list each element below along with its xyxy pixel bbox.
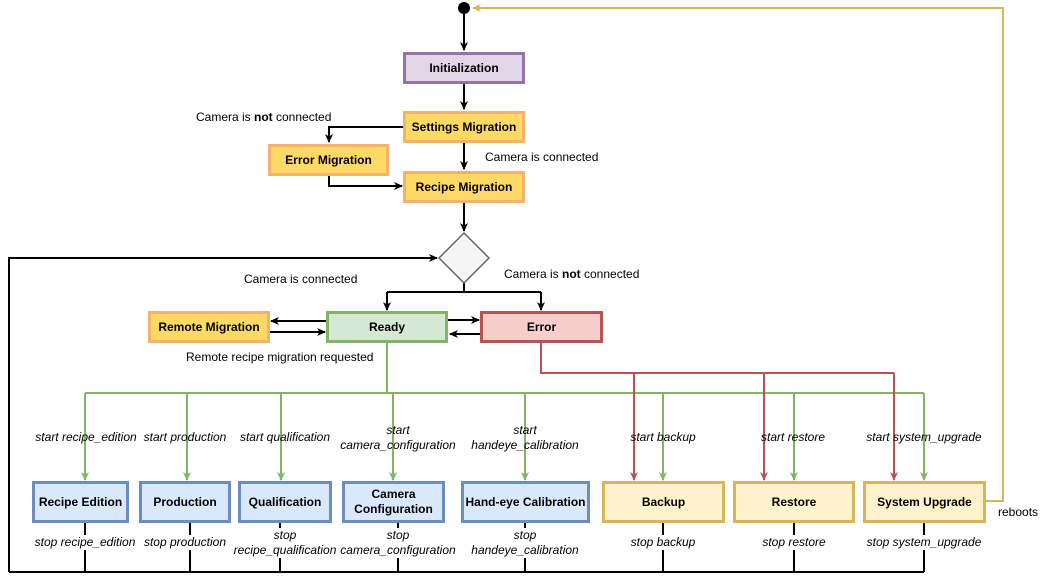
- edge-settings-to-error-migration: [325, 126, 404, 143]
- label-stop-recipe-qualification: stop recipe_qualification: [233, 528, 337, 558]
- label-start-system-upgrade: start system_upgrade: [866, 430, 982, 444]
- label-remote-recipe-migration: Remote recipe migration requested: [186, 350, 374, 364]
- edge-system-upgrade-reboots: [472, 4, 1004, 502]
- label-stop-system-upgrade: stop system_upgrade: [866, 535, 982, 550]
- state-recipe-migration[interactable]: Recipe Migration: [403, 171, 525, 203]
- state-handeye-calibration[interactable]: Hand-eye Calibration: [461, 481, 590, 523]
- state-error[interactable]: Error: [480, 311, 603, 343]
- edge-error-distribution-bus: [540, 342, 894, 374]
- decision-diamond: [437, 231, 491, 285]
- state-ready[interactable]: Ready: [326, 311, 448, 343]
- label-reboots: reboots: [998, 505, 1039, 519]
- label-start-handeye-calibration: start handeye_calibration: [471, 423, 579, 452]
- label-stop-camera-configuration: stop camera_configuration: [340, 528, 456, 558]
- label-start-qualification: start qualification: [239, 430, 331, 444]
- label-text-pre: Camera is: [504, 267, 563, 281]
- label-camera-not-connected-2: Camera is not connected: [504, 267, 639, 282]
- label-text-post: connected: [272, 110, 332, 124]
- label-stop-production: stop production: [143, 535, 227, 550]
- state-camera-configuration[interactable]: Camera Configuration: [342, 481, 445, 523]
- label-stop-handeye-calibration: stop handeye_calibration: [471, 528, 579, 558]
- label-start-production: start production: [143, 430, 227, 444]
- state-error-migration[interactable]: Error Migration: [268, 144, 389, 176]
- label-camera-not-connected-1: Camera is not connected: [196, 110, 331, 125]
- state-initialization[interactable]: Initialization: [403, 52, 525, 84]
- label-text-bold: not: [254, 110, 273, 124]
- edge-stop-return-bus: [8, 258, 925, 573]
- label-text-post: connected: [580, 267, 640, 281]
- state-production[interactable]: Production: [139, 481, 231, 523]
- initial-state-dot: [458, 2, 470, 14]
- label-start-camera-configuration: start camera_configuration: [340, 423, 456, 452]
- label-stop-recipe-edition: stop recipe_edition: [34, 535, 136, 550]
- label-stop-restore: stop restore: [762, 535, 826, 550]
- state-qualification[interactable]: Qualification: [238, 481, 332, 523]
- label-text-bold: not: [562, 267, 581, 281]
- label-camera-connected-2: Camera is connected: [244, 272, 358, 286]
- edge-error-migration-to-recipe: [328, 176, 403, 190]
- state-settings-migration[interactable]: Settings Migration: [403, 111, 525, 143]
- label-camera-connected-1: Camera is connected: [485, 150, 599, 164]
- state-system-upgrade[interactable]: System Upgrade: [863, 481, 986, 523]
- state-recipe-edition[interactable]: Recipe Edition: [32, 481, 129, 523]
- state-restore[interactable]: Restore: [733, 481, 855, 523]
- state-remote-migration[interactable]: Remote Migration: [148, 311, 270, 343]
- edge-ready-distribution-bus: [85, 342, 924, 394]
- label-text-pre: Camera is: [196, 110, 255, 124]
- label-start-restore: start restore: [760, 430, 826, 444]
- label-stop-backup: stop backup: [630, 535, 696, 550]
- label-start-backup: start backup: [630, 430, 696, 444]
- state-backup[interactable]: Backup: [602, 481, 725, 523]
- label-start-recipe-edition: start recipe_edition: [35, 430, 137, 444]
